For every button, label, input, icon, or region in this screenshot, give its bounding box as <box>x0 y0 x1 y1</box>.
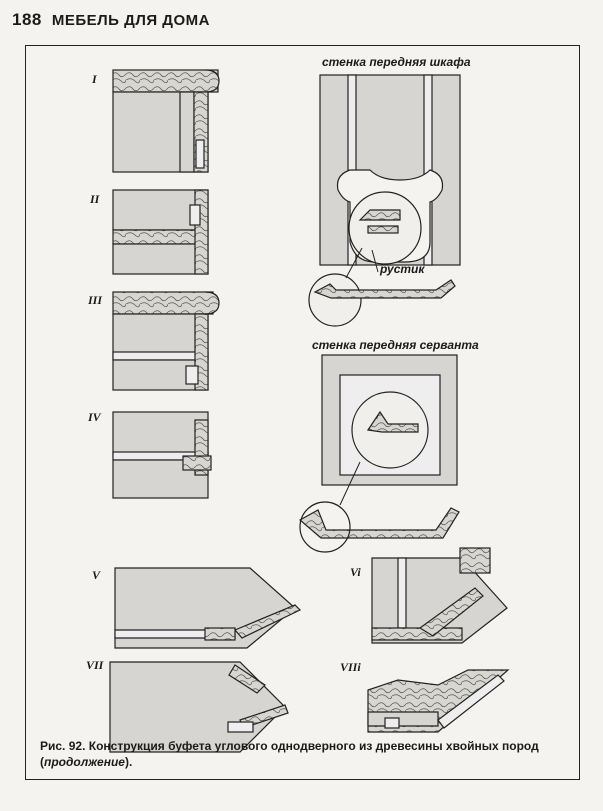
page-header: 188 МЕБЕЛЬ ДЛЯ ДОМА <box>12 10 210 36</box>
label-iii: III <box>88 293 103 307</box>
sideboard-front-drawing <box>298 354 460 553</box>
caption-note: продолжение <box>44 755 125 769</box>
section-vi-drawing <box>371 547 508 644</box>
label-v: V <box>92 568 101 582</box>
running-title: МЕБЕЛЬ ДЛЯ ДОМА <box>51 12 210 29</box>
label-ii: II <box>90 192 100 206</box>
section-ii-drawing <box>112 189 209 275</box>
label-vi: Vi <box>350 565 361 579</box>
caption-text: Рис. 92. Конструкция буфета углового одн… <box>40 739 539 769</box>
wardrobe-title: стенка передняя шкафа <box>322 55 471 69</box>
section-i-drawing <box>112 69 220 173</box>
figure-caption: Рис. 92. Конструкция буфета углового одн… <box>40 738 560 770</box>
section-iii-drawing <box>112 291 220 391</box>
caption-end: ). <box>124 755 133 769</box>
sideboard-title: стенка передняя серванта <box>312 338 479 352</box>
section-viii-drawing <box>367 669 510 733</box>
page-number: 188 <box>12 10 42 29</box>
section-v-drawing <box>114 567 302 649</box>
figure-frame <box>25 45 580 780</box>
label-i: I <box>92 72 97 86</box>
label-iv: IV <box>88 410 101 424</box>
rustic-label: рустик <box>380 262 425 276</box>
section-iv-drawing <box>112 411 212 499</box>
label-vii: VII <box>86 658 104 672</box>
section-vii-drawing <box>109 661 289 753</box>
wardrobe-front-drawing <box>308 74 461 327</box>
label-viii: VIIi <box>340 660 361 674</box>
